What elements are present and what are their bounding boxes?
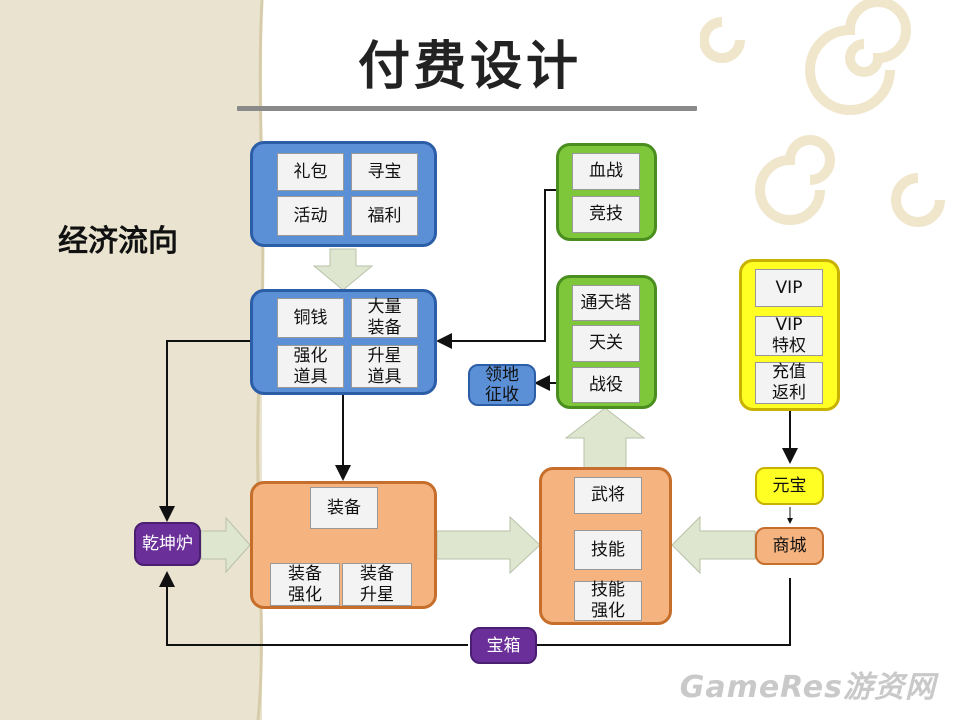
left-beige-band — [0, 0, 262, 720]
equipment-cell: 装备 — [310, 487, 378, 529]
campaign-cell: 战役 — [572, 367, 640, 403]
vip-cell: VIP — [755, 269, 823, 307]
skill-enhance-cell: 技能 强化 — [574, 580, 642, 621]
recharge-rebate-cell: 充值 返利 — [755, 362, 823, 404]
equipment-star-up-cell: 装备 升星 — [342, 563, 412, 606]
equipment-group: 装备 装备 强化 装备 升星 — [250, 481, 437, 609]
arrow-furnace-to-equipment — [200, 516, 251, 574]
arrow-rewards-to-resources — [312, 248, 374, 291]
swirl-decoration — [700, 0, 945, 227]
enhance-items-cell: 强化 道具 — [277, 345, 344, 388]
economy-flow-label: 经济流向 — [58, 224, 178, 259]
resources-group: 铜钱 大量 装备 强化 道具 升星 道具 — [250, 289, 437, 395]
blood-battle-cell: 血战 — [572, 153, 640, 190]
gift-pack-cell: 礼包 — [277, 153, 344, 191]
vip-group: VIP VIP 特权 充值 返利 — [739, 259, 840, 411]
event-cell: 活动 — [277, 196, 344, 236]
rewards-group: 礼包 寻宝 活动 福利 — [250, 141, 437, 247]
arrow-shop-to-generals — [671, 515, 756, 575]
tower-cell: 通天塔 — [572, 285, 640, 321]
bulk-equipment-cell: 大量 装备 — [351, 297, 418, 338]
generals-group: 武将 技能 技能 强化 — [539, 467, 672, 625]
arrow-generals-to-pve — [564, 407, 646, 469]
watermark: GameRes游资网 — [679, 670, 936, 705]
arrow-equipment-to-generals — [436, 515, 541, 575]
star-up-items-cell: 升星 道具 — [351, 345, 418, 388]
general-cell: 武将 — [574, 477, 642, 514]
treasure-hunt-cell: 寻宝 — [351, 153, 418, 191]
heaven-pass-cell: 天关 — [572, 325, 640, 362]
shop-node: 商城 — [755, 527, 824, 565]
pvp-group: 血战 竞技 — [556, 143, 657, 241]
yuanbao-node: 元宝 — [755, 467, 824, 505]
arena-cell: 竞技 — [572, 196, 640, 233]
title-underline — [237, 106, 697, 111]
welfare-cell: 福利 — [351, 196, 418, 236]
territory-tax-node: 领地 征收 — [468, 364, 536, 406]
vip-privilege-cell: VIP 特权 — [755, 315, 823, 356]
pve-group: 通天塔 天关 战役 — [556, 275, 657, 409]
furnace-node: 乾坤炉 — [134, 522, 201, 566]
chest-node: 宝箱 — [470, 627, 537, 664]
copper-coins-cell: 铜钱 — [277, 298, 344, 338]
skill-cell: 技能 — [574, 530, 642, 570]
equipment-enhance-cell: 装备 强化 — [270, 563, 340, 606]
page-title: 付费设计 — [357, 37, 582, 97]
